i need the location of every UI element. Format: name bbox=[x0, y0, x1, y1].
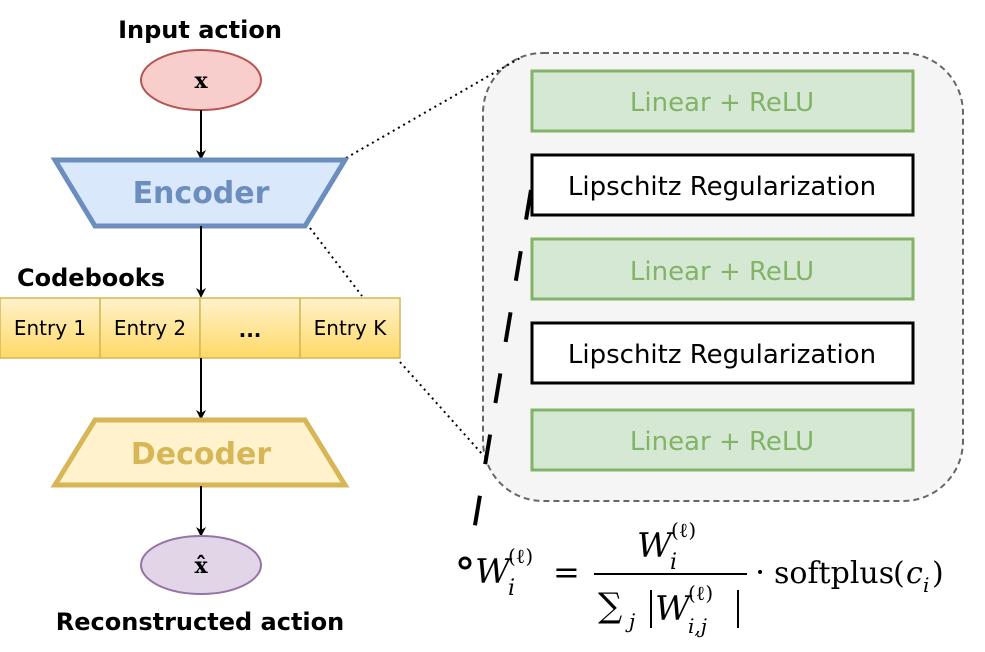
decoder-block bbox=[50, 417, 350, 488]
codebook-row: Entry 1 Entry 2 ... Entry K bbox=[0, 297, 401, 359]
formula-num-sub: i bbox=[670, 550, 677, 575]
input-action-label: Input action bbox=[118, 16, 282, 44]
formula-lhs-sub: i bbox=[508, 576, 515, 601]
entry-label: Entry 1 bbox=[14, 316, 86, 340]
reconstructed-action-label: Reconstructed action bbox=[56, 608, 344, 636]
layer-label: Linear + ReLU bbox=[630, 88, 814, 118]
formula-open-paren: ( bbox=[893, 556, 905, 591]
lipschitz-formula: W i (ℓ) = W i (ℓ) ∑ j W i,j (ℓ) · softpl… bbox=[475, 518, 944, 638]
zoom-line-middle bbox=[309, 227, 363, 297]
encoder-block bbox=[50, 157, 350, 229]
formula-sum-sub: j bbox=[625, 609, 635, 633]
formula-den-w: W bbox=[655, 589, 693, 629]
encoder-label: Encoder bbox=[133, 176, 270, 211]
formula-num-w: W bbox=[637, 526, 675, 566]
decoder-label: Decoder bbox=[131, 437, 271, 472]
formula-op: · bbox=[755, 553, 765, 591]
layer-label: Lipschitz Regularization bbox=[568, 172, 876, 202]
layer-label: Lipschitz Regularization bbox=[568, 340, 876, 370]
layer-lipschitz-1 bbox=[530, 153, 915, 217]
zoom-line-bottom bbox=[399, 361, 484, 456]
output-var: x̂ bbox=[194, 553, 208, 579]
output-node bbox=[140, 535, 262, 595]
layer-linear-relu-3 bbox=[530, 408, 915, 472]
formula-sum: ∑ bbox=[598, 586, 622, 626]
formula-arg: c bbox=[906, 556, 923, 591]
layer-label: Linear + ReLU bbox=[630, 257, 814, 287]
layer-linear-relu-2 bbox=[530, 237, 915, 301]
layer-linear-relu-1 bbox=[530, 69, 915, 133]
formula-eq: = bbox=[553, 553, 580, 591]
formula-func: softplus bbox=[774, 556, 894, 591]
layer-lipschitz-2 bbox=[530, 321, 915, 385]
formula-callout-anchor bbox=[458, 556, 472, 570]
entry-label: Entry K bbox=[314, 316, 388, 340]
formula-den-sup: (ℓ) bbox=[688, 581, 713, 605]
entry-label: Entry 2 bbox=[114, 316, 186, 340]
codebook-entry-1 bbox=[0, 297, 101, 359]
codebook-entry-k bbox=[299, 297, 401, 359]
input-var: x bbox=[194, 68, 208, 94]
codebooks-label: Codebooks bbox=[17, 264, 165, 292]
layer-label: Linear + ReLU bbox=[630, 427, 814, 457]
formula-close-paren: ) bbox=[932, 556, 944, 591]
formula-den-sub: i,j bbox=[688, 614, 707, 638]
entry-label: ... bbox=[239, 318, 262, 342]
formula-num-sup: (ℓ) bbox=[671, 518, 696, 542]
formula-lhs-sup: (ℓ) bbox=[508, 544, 533, 568]
formula-arg-sub: i bbox=[923, 573, 929, 597]
formula-lhs: W bbox=[475, 552, 513, 592]
